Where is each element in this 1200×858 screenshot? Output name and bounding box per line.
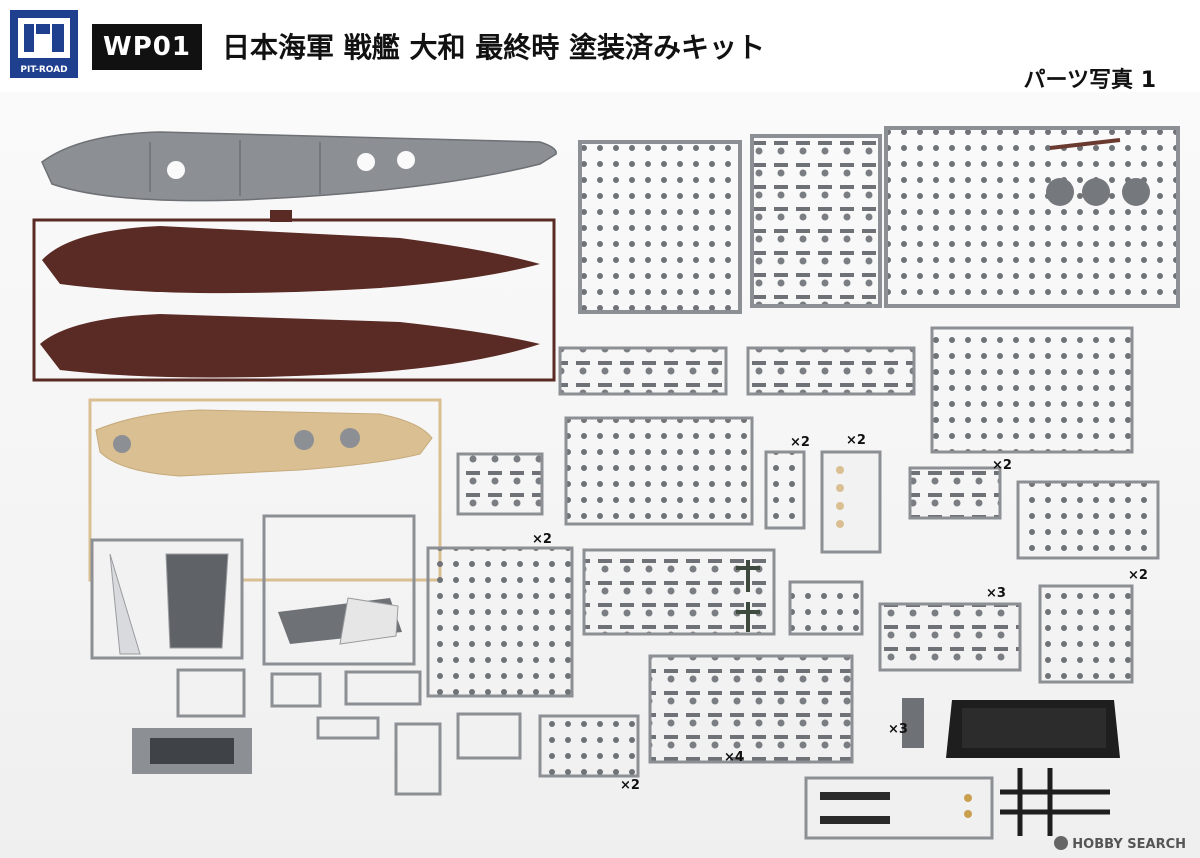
watermark: HOBBY SEARCH bbox=[1054, 836, 1186, 852]
sprue-left-mid bbox=[426, 546, 574, 698]
header: PIT-ROAD WP01 日本海軍 戦艦 大和 最終時 塗装済みキット パーツ… bbox=[0, 0, 1200, 93]
multiplier-label: ×4 bbox=[724, 750, 744, 765]
sprue-top-c bbox=[884, 126, 1180, 308]
hull-lower-gray bbox=[41, 131, 557, 202]
page-title: 日本海軍 戦艦 大和 最終時 塗装済みキット bbox=[222, 31, 765, 64]
multiplier-label: ×2 bbox=[992, 458, 1012, 473]
sprue-top-b bbox=[750, 134, 882, 308]
multiplier-label: ×2 bbox=[1128, 568, 1148, 583]
sprue-mid-a bbox=[558, 346, 728, 396]
pit-road-logo: PIT-ROAD bbox=[10, 10, 78, 78]
stand-sprue bbox=[804, 768, 1110, 840]
sprue-row3-c bbox=[764, 450, 806, 530]
parts-photo: ×2 ×2 ×2 ×2 ×3 ×2 ×3 ×2 ×4 HOBBY SEARCH bbox=[0, 92, 1200, 858]
multiplier-label: ×3 bbox=[888, 722, 908, 737]
product-code-badge: WP01 bbox=[92, 24, 202, 70]
sprue-row3-f bbox=[1016, 480, 1160, 560]
sprue-guns bbox=[878, 602, 1022, 672]
logo-text: PIT-ROAD bbox=[20, 65, 67, 75]
page-subtitle: パーツ写真 1 bbox=[1023, 68, 1156, 93]
hull-sprue-red bbox=[32, 210, 556, 382]
parts-illustration bbox=[32, 126, 1180, 840]
sprue-catapult bbox=[90, 538, 244, 660]
sprue-right-small bbox=[1038, 584, 1134, 684]
deck-tan bbox=[88, 398, 442, 582]
sprue-row3-d bbox=[820, 450, 882, 554]
sprue-mid-c bbox=[930, 326, 1134, 454]
multiplier-label: ×2 bbox=[790, 435, 810, 450]
sprue-row3-e bbox=[908, 466, 1002, 520]
sprue-turret-base bbox=[262, 514, 416, 666]
sprue-small-right bbox=[788, 580, 864, 636]
watermark-text: HOBBY SEARCH bbox=[1072, 837, 1186, 852]
sprue-row3-b bbox=[564, 416, 754, 526]
parts-lower-left bbox=[132, 654, 854, 796]
multiplier-label: ×2 bbox=[532, 532, 552, 547]
multiplier-label: ×3 bbox=[986, 586, 1006, 601]
multiplier-label: ×2 bbox=[846, 433, 866, 448]
display-base bbox=[902, 698, 1120, 758]
hobby-search-icon bbox=[1054, 836, 1069, 850]
sprue-aircraft bbox=[582, 548, 776, 636]
sprue-mid-b bbox=[746, 346, 916, 396]
sprue-top-a bbox=[578, 140, 742, 314]
multiplier-label: ×2 bbox=[620, 778, 640, 793]
sprue-row3-a bbox=[456, 452, 544, 516]
